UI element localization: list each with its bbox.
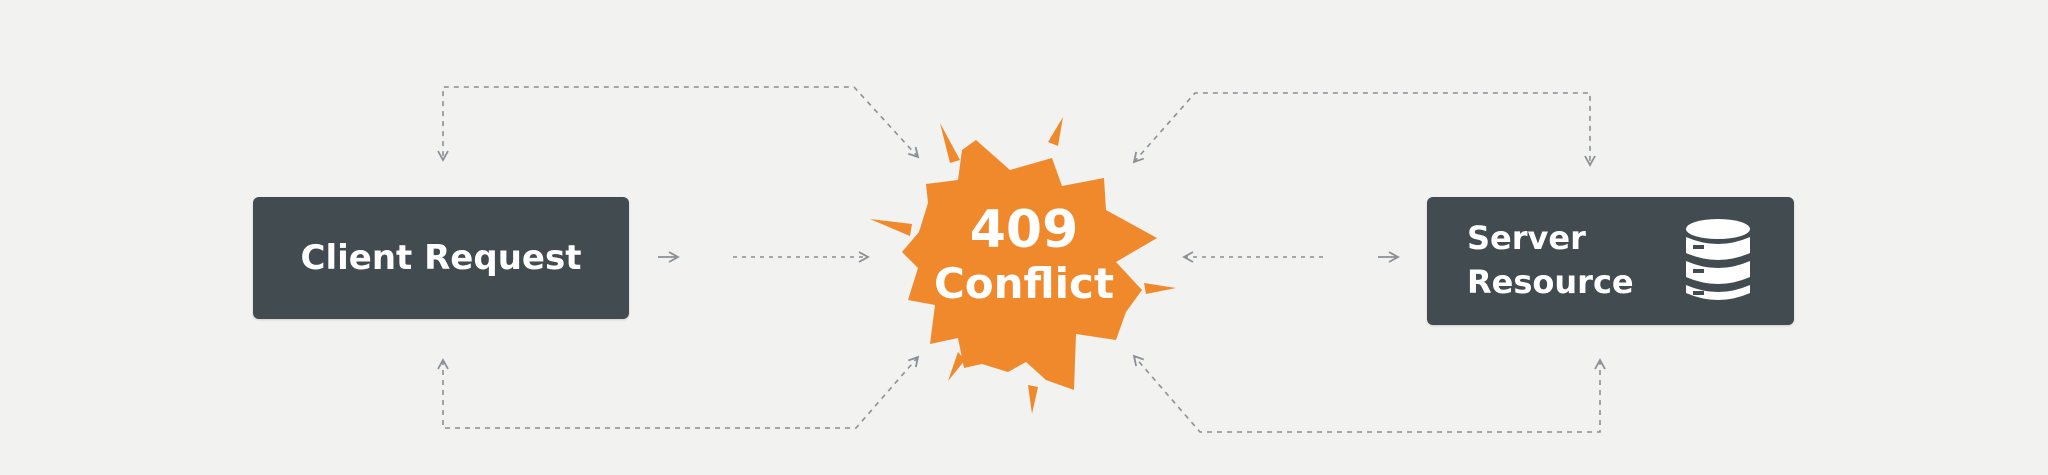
connector-bottom-left (437, 355, 920, 429)
client-request-label: Client Request (300, 238, 582, 278)
server-resource-node: Server Resource (1427, 197, 1794, 325)
burst-shards (870, 117, 1176, 414)
conflict-burst (902, 140, 1157, 390)
database-icon (1686, 219, 1750, 300)
conflict-status-code: 409 (969, 200, 1079, 260)
connector-top-right (1132, 92, 1596, 167)
connector-bottom-right (1132, 354, 1606, 433)
server-label-line2: Resource (1467, 263, 1634, 301)
client-request-node: Client Request (253, 197, 629, 319)
conflict-label: Conflict (933, 259, 1115, 308)
server-label-line1: Server (1467, 219, 1586, 257)
connector-top-left (437, 86, 920, 162)
